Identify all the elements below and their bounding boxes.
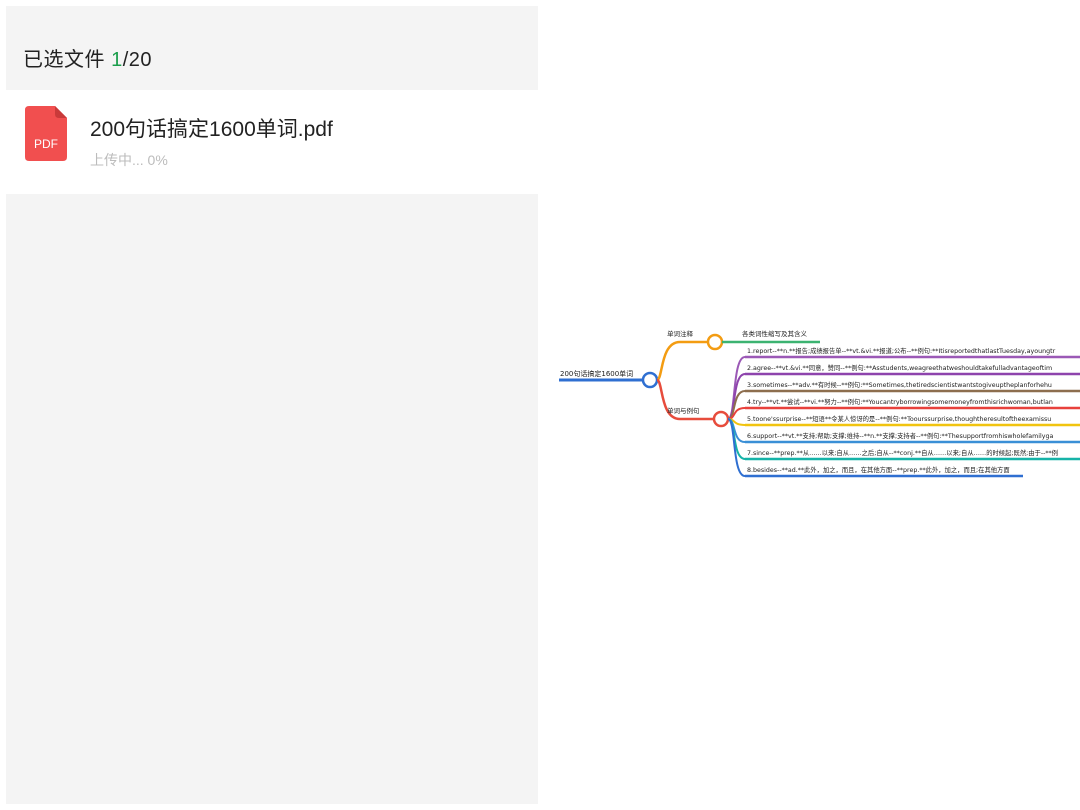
mind-map-item-1: 1.report--**n.**报告;成绩报告单--**vt.&vi.**报道;…	[747, 346, 1056, 355]
mind-map-item-4: 4.try--**vt.**尝试--**vi.**努力--**例句:**Youc…	[747, 397, 1053, 406]
branch-2-node	[712, 410, 730, 428]
branch-1-node	[706, 333, 724, 351]
upload-status: 上传中... 0%	[90, 152, 168, 168]
file-list-item[interactable]	[6, 90, 538, 194]
branch-2-label: 单词与例句	[667, 406, 700, 415]
root-node-label: 200句话搞定1600单词	[560, 369, 633, 378]
file-name: 200句话搞定1600单词.pdf	[90, 118, 333, 141]
mind-map-item-3: 3.sometimes--**adv.**有时候--**例句:**Sometim…	[747, 380, 1052, 389]
file-upload-panel: 已选文件 1/20	[6, 6, 538, 804]
pdf-icon-label: PDF	[34, 137, 58, 151]
root-node	[641, 371, 659, 389]
branch-1-connector	[655, 340, 715, 382]
mind-map-item-8: 8.besides--**ad.**此外，加之，而且，在其他方面--**prep…	[747, 465, 1010, 474]
item-connector	[727, 418, 746, 477]
mind-map-item-6: 6.support--**vt.**支持;帮助;支撑;维持--**n.**支撑;…	[747, 431, 1053, 440]
mind-map-item-7: 7.since--**prep.**从……以来;自从……之后;自从--**con…	[747, 448, 1058, 457]
pdf-file-icon: PDF	[25, 106, 67, 161]
selected-count: 1	[111, 49, 123, 71]
note-label: 各类词性缩写及其含义	[742, 329, 808, 338]
mind-map-item-5: 5.toone'ssurprise--**短语**令某人惊讶的是--**例句:*…	[747, 414, 1051, 423]
mind-map-items: 1.report--**n.**报告;成绩报告单--**vt.&vi.**报道;…	[727, 346, 1080, 478]
branch-2-connector	[655, 378, 714, 421]
selected-files-header: 已选文件 1/20	[6, 6, 538, 90]
branch-1-label: 单词注释	[667, 329, 694, 338]
selected-files-label: 已选文件	[23, 49, 105, 71]
selected-total: /20	[122, 49, 152, 71]
mind-map-preview: 200句话搞定1600单词 单词注释 各类词性缩写及其含义 单词与例句 1.re…	[559, 329, 1080, 478]
mind-map-item-2: 2.agree--**vt.&vi.**同意，赞同--**例句:**Asstud…	[747, 363, 1052, 372]
selected-files-title: 已选文件 1/20	[23, 43, 152, 72]
